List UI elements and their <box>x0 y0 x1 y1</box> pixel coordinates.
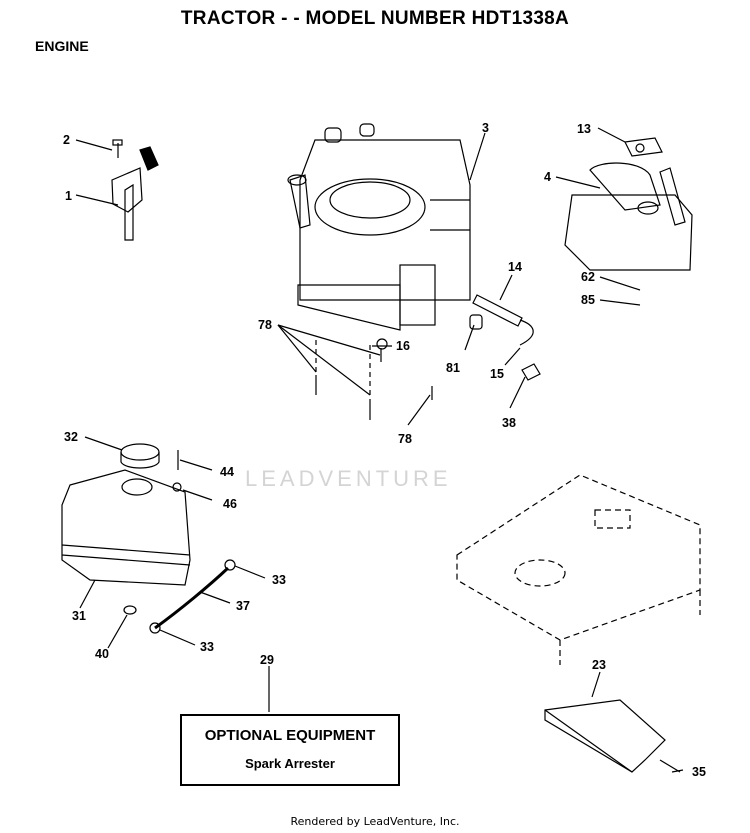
footer-credit: Rendered by LeadVenture, Inc. <box>290 815 460 828</box>
engine-part[interactable] <box>287 123 471 331</box>
callout-40: 40 <box>95 647 109 661</box>
callout-46: 46 <box>223 497 237 511</box>
throttle-control-part[interactable] <box>111 139 159 241</box>
callout-2: 2 <box>63 133 70 147</box>
muffler-part[interactable] <box>564 137 693 271</box>
fuel-tank-part[interactable] <box>61 443 191 586</box>
callout-78-top: 78 <box>258 318 272 332</box>
callout-31: 31 <box>72 609 86 623</box>
callout-85: 85 <box>581 293 595 307</box>
frame-plate-part[interactable] <box>456 474 701 665</box>
callout-32: 32 <box>64 430 78 444</box>
callout-29: 29 <box>260 653 274 667</box>
callout-13: 13 <box>577 122 591 136</box>
section-label: ENGINE <box>35 38 89 54</box>
callout-33-top: 33 <box>272 573 286 587</box>
bolt-set-part[interactable] <box>315 338 433 420</box>
callout-33-bottom: 33 <box>200 640 214 654</box>
callout-3: 3 <box>482 121 489 135</box>
callout-37: 37 <box>236 599 250 613</box>
callout-1: 1 <box>65 189 72 203</box>
fuel-line-part[interactable] <box>123 559 236 634</box>
optional-equipment-title: OPTIONAL EQUIPMENT <box>204 727 376 744</box>
callout-14: 14 <box>508 260 522 274</box>
spark-arrester-part[interactable] <box>544 699 681 773</box>
callout-62: 62 <box>581 270 595 284</box>
callout-44: 44 <box>220 465 234 479</box>
callout-15: 15 <box>490 367 504 381</box>
callout-38: 38 <box>502 416 516 430</box>
callout-23: 23 <box>592 658 606 672</box>
watermark: LEADVENTURE <box>245 466 452 491</box>
callout-4: 4 <box>544 170 551 184</box>
optional-equipment-box: OPTIONAL EQUIPMENT Spark Arrester <box>180 714 400 786</box>
callout-labels: 2 1 3 13 4 14 62 85 78 16 81 15 78 38 32… <box>63 121 706 779</box>
optional-equipment-item: Spark Arrester <box>245 756 335 771</box>
callout-35: 35 <box>692 765 706 779</box>
page-title: TRACTOR - - MODEL NUMBER HDT1338A <box>180 8 570 29</box>
callout-78-bottom: 78 <box>398 432 412 446</box>
callout-81: 81 <box>446 361 460 375</box>
leader-lines <box>75 127 684 773</box>
callout-16: 16 <box>396 339 410 353</box>
exhaust-pipe-part[interactable] <box>469 294 541 381</box>
